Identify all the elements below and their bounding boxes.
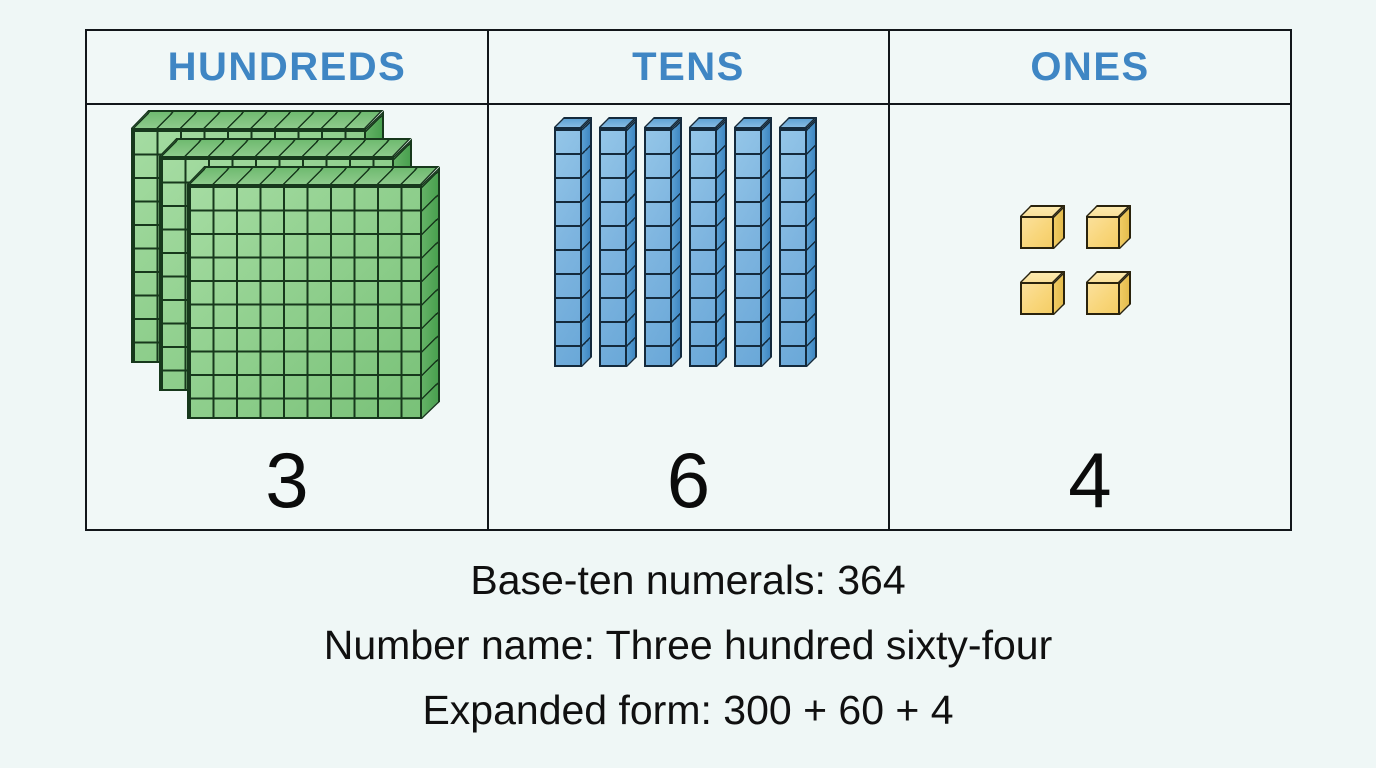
place-value-table: HUNDREDS TENS ONES (85, 29, 1292, 531)
rod-side-face (672, 117, 682, 367)
one-cube (1020, 271, 1065, 315)
caption-base-ten-numerals: Base-ten numerals: 364 (470, 557, 906, 603)
rod-side-face (717, 117, 727, 367)
rod-front-face (689, 127, 717, 367)
flat-top-face (159, 138, 412, 156)
place-value-body-row: 3 (87, 105, 1290, 529)
flat-front-face (187, 184, 422, 419)
ten-rod (554, 117, 592, 369)
column-header-tens: TENS (487, 31, 888, 103)
rod-side-face (807, 117, 817, 367)
digit-hundreds: 3 (265, 436, 309, 524)
flat-top-face (131, 110, 384, 128)
one-cube (1086, 271, 1131, 315)
hundreds-flat-stack (131, 110, 461, 420)
caption-block: Base-ten numerals: 364 Number name: Thre… (0, 548, 1376, 742)
ten-rod (599, 117, 637, 369)
hundreds-blocks-area (87, 105, 487, 425)
cell-tens: 6 (487, 105, 888, 529)
cube-front-face (1086, 282, 1120, 315)
rod-side-face (582, 117, 592, 367)
cube-front-face (1086, 216, 1120, 249)
caption-expanded-form: Expanded form: 300 + 60 + 4 (422, 686, 954, 733)
ten-rod (644, 117, 682, 369)
rod-front-face (599, 127, 627, 367)
tens-blocks-area (489, 105, 888, 425)
ten-rod (689, 117, 727, 369)
column-header-hundreds: HUNDREDS (87, 31, 487, 103)
ones-blocks-area (890, 105, 1290, 425)
ten-rod (779, 117, 817, 369)
caption-number-name: Number name: Three hundred sixty-four (323, 621, 1053, 668)
rod-front-face (554, 127, 582, 367)
digit-tens: 6 (666, 436, 711, 524)
digit-ones: 4 (1068, 436, 1112, 524)
rod-side-face (627, 117, 637, 367)
ones-cube-group (1020, 205, 1170, 335)
rod-front-face (644, 127, 672, 367)
flat-side-face (422, 166, 440, 419)
cube-front-face (1020, 216, 1054, 249)
rod-front-face (734, 127, 762, 367)
column-header-ones-label: ONES (1030, 45, 1150, 89)
one-cube (1020, 205, 1065, 249)
column-header-tens-label: TENS (632, 45, 745, 89)
column-header-hundreds-label: HUNDREDS (167, 45, 407, 89)
tens-rod-group (554, 117, 834, 377)
rod-front-face (779, 127, 807, 367)
column-header-ones: ONES (888, 31, 1290, 103)
ten-rod (734, 117, 772, 369)
rod-side-face (762, 117, 772, 367)
one-cube (1086, 205, 1131, 249)
cell-ones: 4 (888, 105, 1290, 529)
hundred-flat (187, 166, 440, 419)
place-value-header-row: HUNDREDS TENS ONES (87, 31, 1290, 105)
cube-front-face (1020, 282, 1054, 315)
flat-top-face (187, 166, 440, 184)
cell-hundreds: 3 (87, 105, 487, 529)
